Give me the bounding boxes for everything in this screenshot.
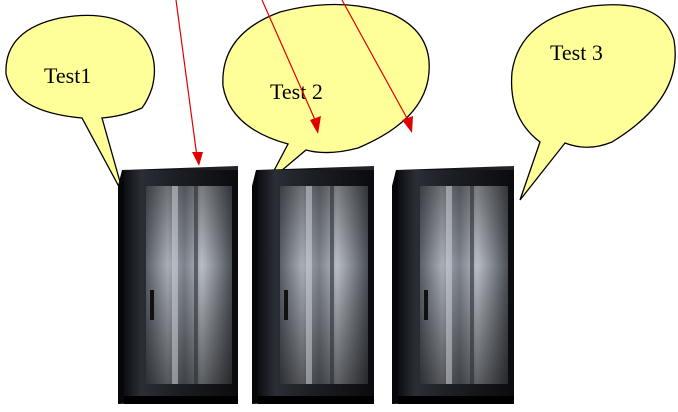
callout-test3-label: Test 3 bbox=[550, 40, 603, 65]
callout-test2-label: Test 2 bbox=[270, 79, 323, 104]
arrow-2-head bbox=[310, 116, 321, 134]
arrow-3 bbox=[341, 0, 413, 133]
callout-test2-bubble bbox=[222, 3, 430, 183]
arrow-3-shaft bbox=[341, 0, 409, 121]
arrow-1-shaft bbox=[175, 0, 198, 158]
arrow-2-shaft bbox=[261, 0, 317, 123]
callout-test2: Test 2 bbox=[222, 3, 430, 183]
arrow-1 bbox=[175, 0, 203, 166]
arrow-3-head bbox=[402, 116, 413, 133]
arrow-2 bbox=[261, 0, 321, 134]
callout-test3: Test 3 bbox=[510, 4, 676, 201]
callout-test1-label: Test1 bbox=[44, 63, 91, 88]
server-rack-1 bbox=[118, 166, 238, 404]
server-rack-2 bbox=[252, 166, 374, 404]
callout-test1: Test1 bbox=[5, 14, 156, 197]
arrow-1-head bbox=[192, 152, 203, 166]
callout-test3-bubble bbox=[510, 4, 676, 201]
callout-test1-bubble bbox=[5, 14, 156, 197]
server-rack-3 bbox=[392, 166, 514, 404]
